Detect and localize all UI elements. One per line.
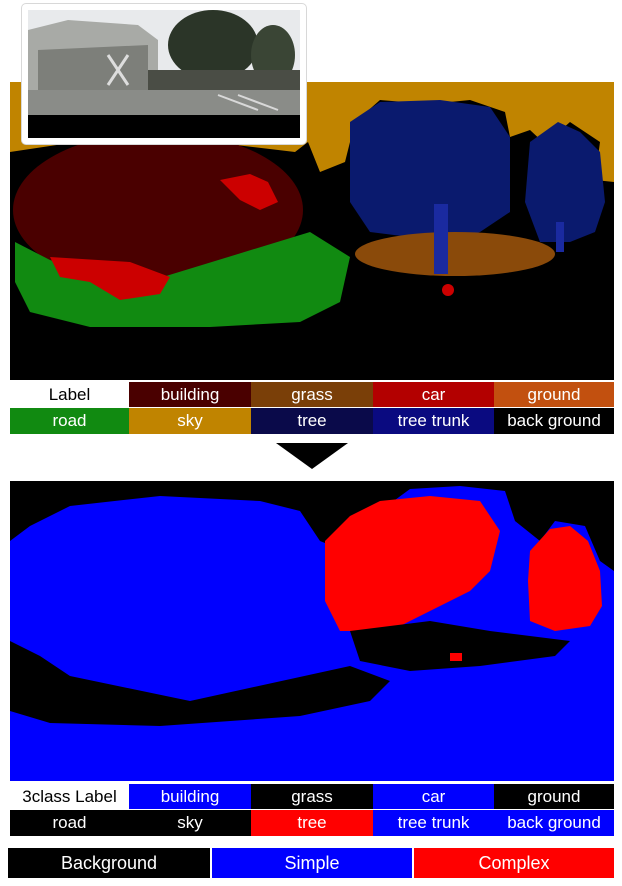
bottom-legend-sky: sky (129, 810, 251, 836)
top-legend-sky: sky (129, 408, 251, 434)
bottom-legend-car: car (373, 784, 494, 809)
key-complex: Complex (414, 848, 614, 878)
top-legend-building: building (129, 382, 251, 407)
down-arrow-icon (276, 443, 348, 469)
top-legend-back-ground: back ground (494, 408, 614, 434)
top-legend-label-header: Label (10, 382, 129, 407)
bottom-legend-road: road (10, 810, 129, 836)
bottom-legend-building: building (129, 784, 251, 809)
bottom-legend-ground: ground (494, 784, 614, 809)
panorama-thumbnail (28, 10, 300, 138)
three-class-map-image (10, 481, 614, 781)
top-legend-ground: ground (494, 382, 614, 407)
top-legend-tree-trunk: tree trunk (373, 408, 494, 434)
key-background: Background (8, 848, 210, 878)
top-legend-tree: tree (251, 408, 373, 434)
bottom-legend-back-ground: back ground (494, 810, 614, 836)
key-simple: Simple (212, 848, 412, 878)
bottom-legend-grass: grass (251, 784, 373, 809)
top-legend-road: road (10, 408, 129, 434)
top-legend-car: car (373, 382, 494, 407)
panorama-thumbnail-frame (22, 4, 306, 144)
bottom-legend-3class-header: 3class Label (10, 784, 129, 809)
panorama-photo (28, 10, 300, 138)
top-legend-grass: grass (251, 382, 373, 407)
bottom-legend-tree-trunk: tree trunk (373, 810, 494, 836)
three-class-map-panel (10, 481, 614, 781)
bottom-legend-tree: tree (251, 810, 373, 836)
